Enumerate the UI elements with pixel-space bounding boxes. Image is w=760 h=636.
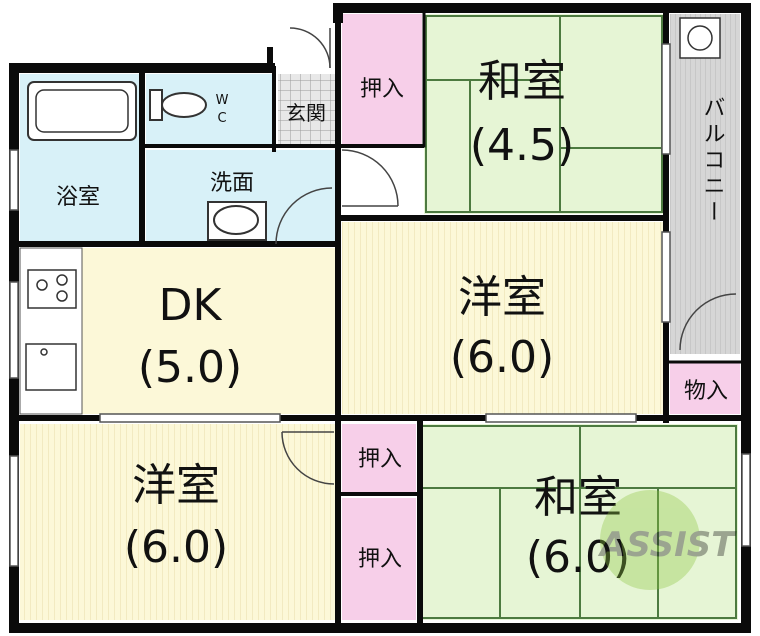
- washbasin-icon: [207, 201, 267, 241]
- assist-watermark: ASSIST: [597, 490, 737, 590]
- dk-name: DK: [159, 280, 223, 331]
- youshitsu-southwest-size: (6.0): [124, 522, 228, 573]
- svg-text:ASSIST: ASSIST: [597, 525, 737, 565]
- youshitsu-center-size: (6.0): [450, 332, 554, 383]
- youshitsu-center-name: 洋室: [458, 272, 546, 323]
- balcony-area: [670, 14, 740, 354]
- entrance-area: [278, 74, 338, 144]
- door-swings: [275, 27, 737, 485]
- bath-label: 浴室: [56, 185, 100, 210]
- storage-label: 物入: [684, 379, 728, 404]
- balcony-label: バルコニー: [700, 96, 725, 226]
- dk-size: (5.0): [138, 342, 242, 393]
- washitsu-north-area: [424, 14, 664, 214]
- washitsu-north-name: 和室: [478, 56, 566, 107]
- youshitsu-southwest-name: 洋室: [132, 460, 220, 511]
- youshitsu-southwest-area: [20, 424, 336, 620]
- closet-1-label: 押入: [360, 77, 404, 102]
- closet-3-label: 押入: [358, 547, 402, 572]
- washitsu-southeast-name: 和室: [534, 472, 622, 523]
- sink-icon: [25, 343, 77, 391]
- entrance-label: 玄関: [286, 101, 326, 125]
- stove-icon: [27, 269, 77, 309]
- closet-1-area: [342, 14, 422, 144]
- closet-2-label: 押入: [358, 447, 402, 472]
- ac-outdoor-unit-icon: [679, 17, 721, 59]
- bathtub-icon: [27, 81, 137, 141]
- storage-area: [670, 362, 740, 414]
- washitsu-southeast-area: [418, 424, 738, 620]
- washroom-label: 洗面: [210, 171, 254, 196]
- wc-label-line1: W: [216, 93, 229, 108]
- closet-3-area: [342, 498, 416, 620]
- kitchen-counter: [19, 247, 83, 415]
- toilet-icon: [149, 89, 207, 121]
- washitsu-southeast-size: (6.0): [526, 532, 630, 583]
- windows: [9, 43, 751, 567]
- closet-2-area: [342, 424, 416, 492]
- washitsu-north-size: (4.5): [470, 120, 574, 171]
- youshitsu-center-area: [342, 222, 664, 414]
- wc-label-line2: C: [217, 111, 226, 126]
